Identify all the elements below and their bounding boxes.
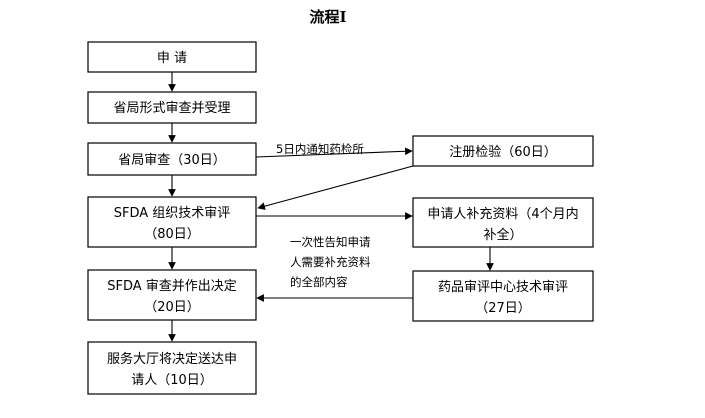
box-sfda-tech-review-label-1: SFDA 组织技术审评: [114, 206, 231, 221]
diagram-title: 流程Ⅰ: [309, 8, 346, 26]
box-service-hall-label-1: 服务大厅将决定送达申: [107, 351, 237, 367]
box-cde-review: 药品审评中心技术审评 （27日）: [412, 270, 594, 322]
box-supplement: 申请人补充资料（4个月内 补全）: [412, 197, 594, 248]
note-one-time-notice-line-1: 一次性告知申请: [290, 235, 371, 249]
box-provincial-review-accept: 省局形式审查并受理: [87, 91, 257, 124]
box-sfda-decision-label-1: SFDA 审查并作出决定: [107, 279, 237, 294]
box-service-hall-label-2: 请人（10日）: [131, 373, 213, 388]
box-sfda-tech-review-label-2: （80日）: [144, 227, 200, 242]
box-sfda-decision-label-2: （20日）: [144, 300, 200, 315]
box-sfda-tech-review: SFDA 组织技术审评 （80日）: [87, 196, 257, 248]
box-provincial-review-accept-label: 省局形式审查并受理: [113, 101, 230, 116]
note-one-time-notice-line-2: 人需要补充资料: [290, 255, 371, 269]
box-apply: 申 请: [87, 41, 257, 73]
box-cde-review-label-2: （27日）: [475, 301, 531, 316]
box-cde-review-label-1: 药品审评中心技术审评: [438, 280, 568, 295]
box-sfda-decision: SFDA 审查并作出决定 （20日）: [87, 269, 257, 321]
box-supplement-label-1: 申请人补充资料（4个月内: [427, 206, 578, 222]
note-notify-inspection: 5日内通知药检所: [276, 142, 364, 156]
note-one-time-notice-line-3: 的全部内容: [290, 275, 348, 289]
box-registration-test: 注册检验（60日）: [412, 135, 594, 167]
arrow-provincial-review-to-registration-test: [255, 147, 413, 158]
box-service-hall: 服务大厅将决定送达申 请人（10日）: [87, 341, 257, 395]
arrow-registration-test-to-sfda-tech: [257, 165, 414, 210]
box-provincial-review-label: 省局审查（30日）: [118, 153, 226, 168]
note-one-time-notice: 一次性告知申请 人需要补充资料 的全部内容: [290, 235, 371, 289]
box-provincial-review: 省局审查（30日）: [87, 142, 257, 176]
box-apply-label: 申 请: [157, 51, 187, 66]
box-supplement-label-2: 补全）: [483, 227, 522, 243]
box-registration-test-label: 注册检验（60日）: [449, 144, 557, 160]
